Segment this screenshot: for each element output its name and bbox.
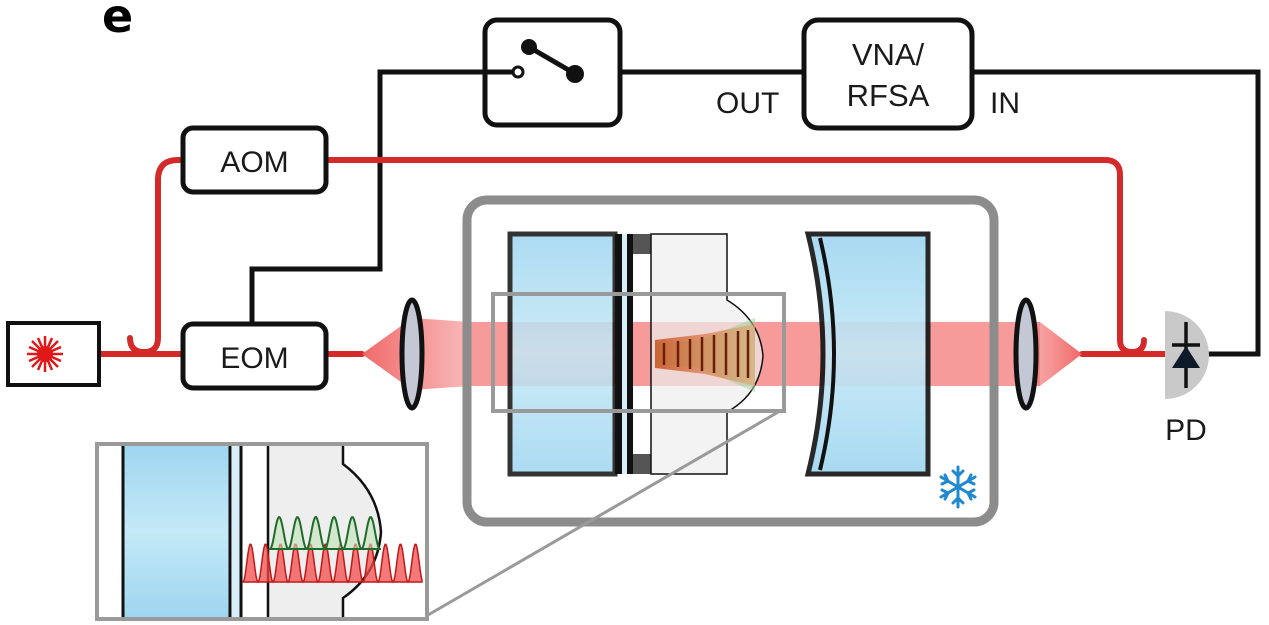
curved-mirror xyxy=(804,231,931,477)
in-port-label: IN xyxy=(990,87,1020,120)
electrical-wires xyxy=(249,69,1261,357)
panel-label: e xyxy=(102,0,133,43)
snowflake-icon xyxy=(939,465,977,509)
photodiode[interactable]: PD xyxy=(1165,311,1209,447)
vna-label-line2: RFSA xyxy=(847,78,930,113)
hbar-resonator xyxy=(650,233,764,475)
inset-zoom xyxy=(95,442,429,621)
aom-to-pd-fiber xyxy=(323,157,1147,355)
switch-icon xyxy=(460,39,584,83)
pd-label: PD xyxy=(1165,414,1207,447)
aom-label: AOM xyxy=(220,146,288,179)
eom-box[interactable]: EOM xyxy=(180,321,329,391)
phonon-wavefronts xyxy=(662,330,750,378)
rf-switch[interactable] xyxy=(460,17,623,128)
laser-icon xyxy=(27,336,63,372)
vna-label-line1: VNA/ xyxy=(852,37,925,72)
zoom-region-box xyxy=(491,292,786,413)
acoustic-standing-wave xyxy=(267,515,381,551)
out-port-label: OUT xyxy=(716,87,779,120)
eom-to-switch-wire xyxy=(249,69,485,324)
lens-icon xyxy=(399,297,425,411)
vna-to-pd-wire xyxy=(972,69,1261,357)
laser-source[interactable] xyxy=(6,321,101,387)
lens-icon xyxy=(1013,297,1039,411)
eom-label: EOM xyxy=(220,342,288,375)
cryostat xyxy=(462,195,999,527)
vna-rfsa-box[interactable]: VNA/ RFSA xyxy=(801,17,975,131)
optical-standing-wave xyxy=(241,543,423,584)
zoom-leader-line xyxy=(427,409,781,617)
left-crystal xyxy=(507,231,651,477)
aom-box[interactable]: AOM xyxy=(180,125,329,195)
aom-branch-fiber xyxy=(127,157,186,355)
photodiode-icon xyxy=(1172,322,1200,388)
